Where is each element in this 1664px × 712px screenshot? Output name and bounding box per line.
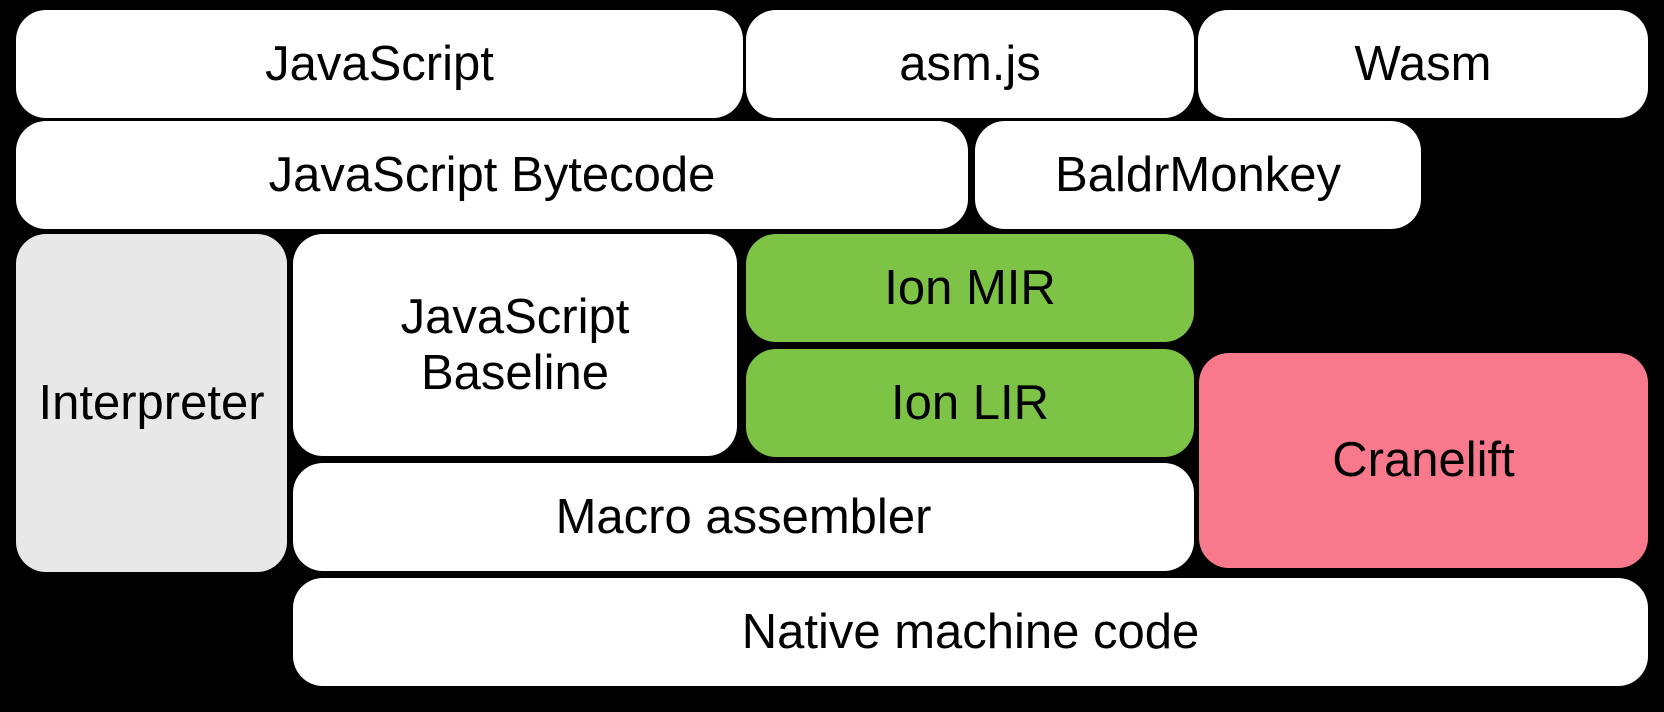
stage-javascript-bytecode: JavaScript Bytecode	[16, 121, 968, 229]
stage-javascript-label: JavaScript	[265, 36, 494, 91]
stage-javascript: JavaScript	[16, 10, 743, 118]
stage-baldrmonkey: BaldrMonkey	[975, 121, 1421, 229]
stage-ion-lir-label: Ion LIR	[891, 375, 1049, 430]
stage-asmjs-label: asm.js	[899, 36, 1041, 91]
stage-javascript-baseline-label: JavaScript Baseline	[400, 289, 630, 400]
stage-native-machine-code-label: Native machine code	[741, 604, 1200, 659]
stage-interpreter-label: Interpreter	[38, 375, 265, 430]
stage-interpreter: Interpreter	[16, 234, 287, 572]
stage-native-machine-code: Native machine code	[293, 578, 1648, 686]
stage-baldrmonkey-label: BaldrMonkey	[1055, 147, 1341, 202]
stage-macro-assembler: Macro assembler	[293, 463, 1194, 571]
stage-wasm: Wasm	[1198, 10, 1648, 118]
stage-javascript-baseline: JavaScript Baseline	[293, 234, 737, 456]
stage-ion-lir: Ion LIR	[746, 349, 1194, 457]
stage-cranelift-label: Cranelift	[1332, 433, 1515, 488]
stage-ion-mir: Ion MIR	[746, 234, 1194, 342]
stage-asmjs: asm.js	[746, 10, 1194, 118]
stage-wasm-label: Wasm	[1354, 36, 1492, 91]
stage-ion-mir-label: Ion MIR	[884, 260, 1056, 315]
stage-macro-assembler-label: Macro assembler	[555, 489, 932, 544]
stage-cranelift: Cranelift	[1199, 353, 1648, 568]
stage-javascript-bytecode-label: JavaScript Bytecode	[268, 147, 716, 202]
